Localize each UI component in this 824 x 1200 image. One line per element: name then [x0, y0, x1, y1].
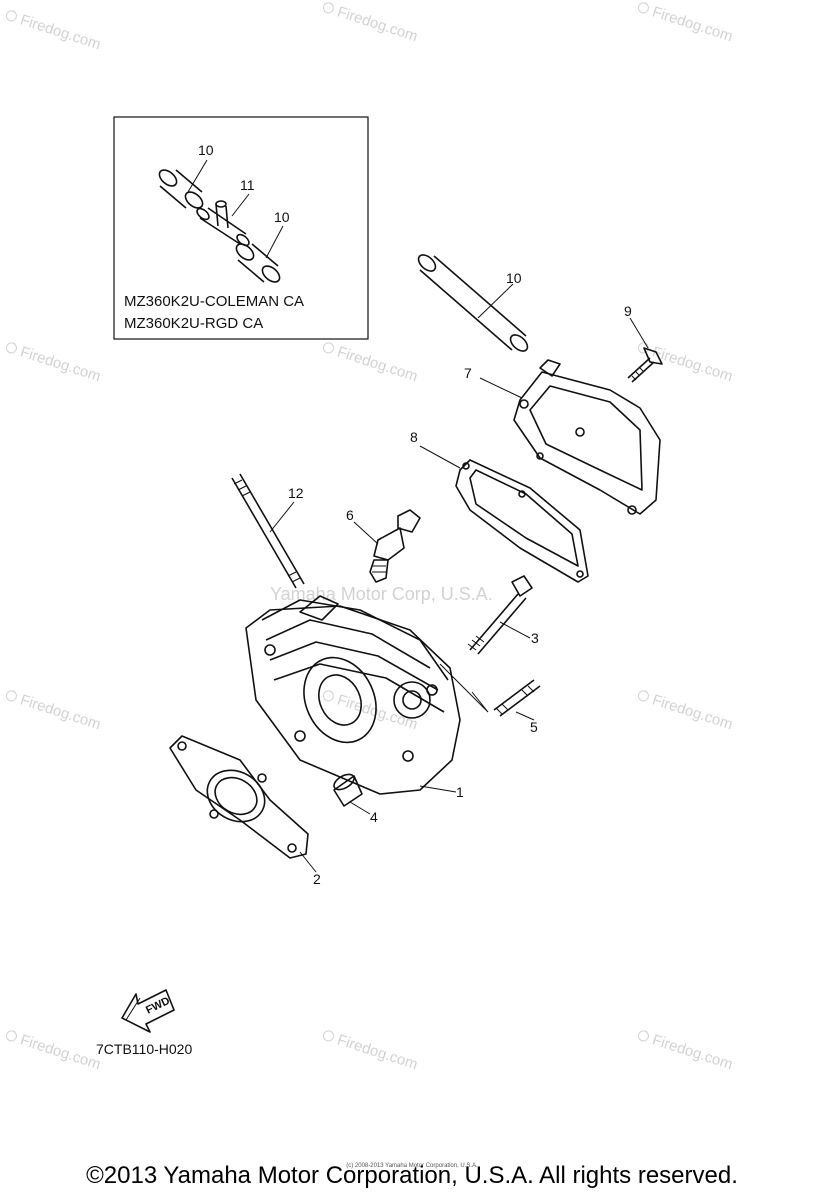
bolt-icon — [467, 575, 533, 655]
cover-icon — [513, 359, 661, 515]
callout-7: 7 — [464, 365, 472, 381]
watermark-text: Firedog.com — [18, 343, 103, 385]
watermark-text: Firedog.com — [335, 1031, 420, 1073]
callout-5: 5 — [530, 719, 538, 735]
inset-callout-11: 11 — [240, 177, 255, 193]
watermark-text: Firedog.com — [650, 3, 735, 45]
fine-print: (c) 2008-2013 Yamaha Motor Corporation, … — [346, 1163, 478, 1169]
watermark-text: Firedog.com — [18, 11, 103, 53]
inset-model-1: MZ360K2U-COLEMAN CA — [124, 293, 304, 310]
callout-12: 12 — [288, 485, 304, 501]
gasket-icon — [169, 735, 309, 859]
watermark-text: Firedog.com — [18, 1031, 103, 1073]
inset-callout-10b: 10 — [274, 209, 290, 225]
hose-icon — [417, 254, 529, 352]
watermark-text: Firedog.com — [335, 3, 420, 45]
callout-2: 2 — [313, 871, 321, 887]
joint-icon — [196, 200, 250, 247]
diagram-code: 7CTB110-H020 — [96, 1041, 192, 1057]
callout-4: 4 — [370, 809, 378, 825]
stud-icon — [231, 473, 305, 589]
fwd-arrow-icon: FWD — [121, 989, 175, 1033]
copyright-text: ©2013 Yamaha Motor Corporation, U.S.A. A… — [86, 1162, 738, 1189]
gasket-icon — [455, 459, 589, 583]
bolt-icon — [627, 347, 663, 383]
callout-6: 6 — [346, 507, 354, 523]
cylinder-head-icon — [245, 595, 461, 795]
callout-1: 1 — [456, 784, 464, 800]
watermark-text: Firedog.com — [650, 1031, 735, 1073]
inset-box: 10 11 10 MZ360K2U-COLEMAN CA MZ360K2U-RG… — [113, 116, 369, 340]
watermark-text: Firedog.com — [18, 691, 103, 733]
callout-8: 8 — [410, 429, 418, 445]
dowel-icon — [333, 773, 363, 807]
watermark-text: Firedog.com — [650, 343, 735, 385]
watermark-text: Firedog.com — [335, 691, 420, 733]
hose-icon — [158, 169, 204, 209]
inset-model-2: MZ360K2U-RGD CA — [124, 315, 263, 332]
watermark-text: Firedog.com — [650, 691, 735, 733]
callout-9: 9 — [624, 303, 632, 319]
callout-3: 3 — [531, 630, 539, 646]
watermark-text: Firedog.com — [335, 343, 420, 385]
inset-callout-10a: 10 — [198, 142, 214, 158]
hose-icon — [235, 243, 281, 283]
spark-plug-icon — [369, 509, 421, 583]
callout-10: 10 — [506, 270, 522, 286]
stud-icon — [439, 663, 541, 717]
